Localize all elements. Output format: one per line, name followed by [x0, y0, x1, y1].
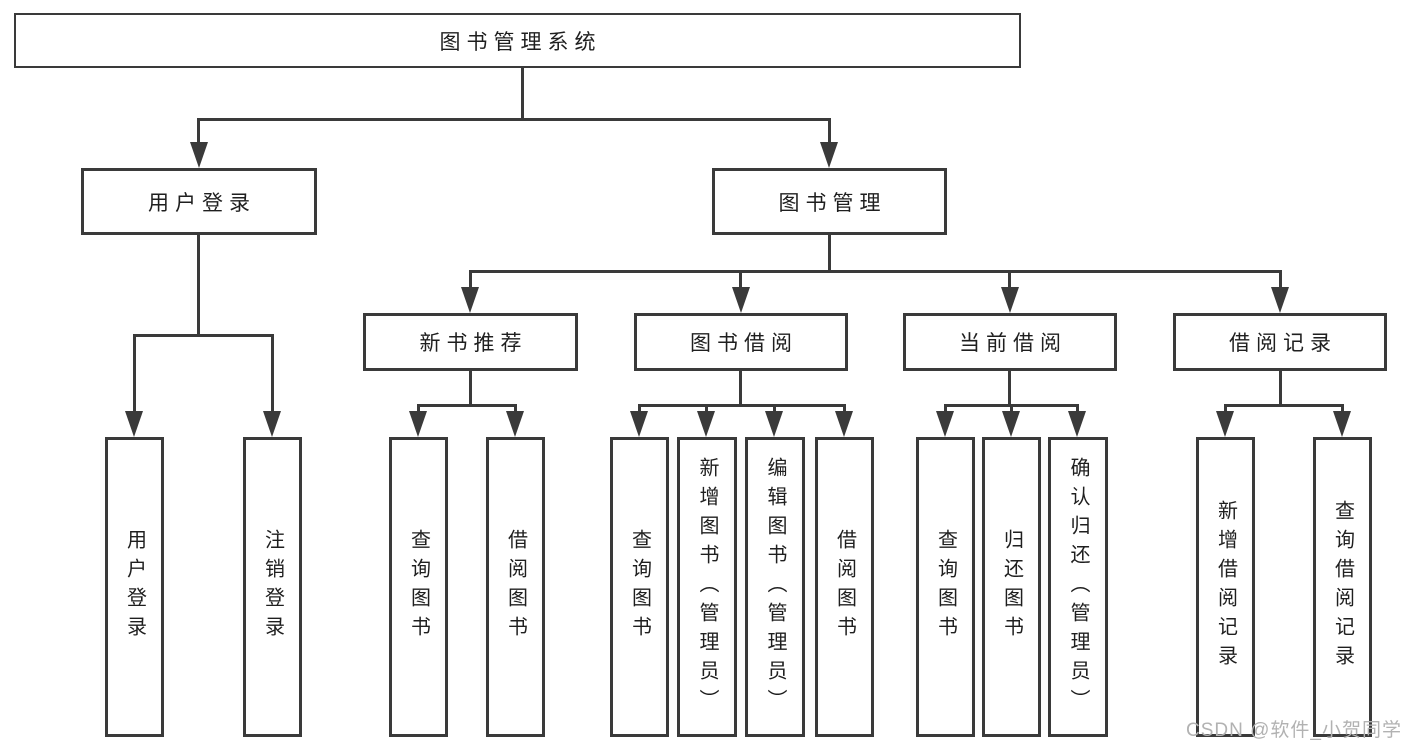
node-label: 图书借阅 — [690, 332, 798, 355]
arrow-down-icon — [1216, 411, 1234, 437]
node-label: 新增图书（管理员） — [696, 456, 718, 718]
arrow-down-icon — [1001, 287, 1019, 313]
node-borrowing-records: 借阅记录 — [1173, 313, 1387, 371]
leaf-current-return-book: 归还图书 — [982, 437, 1041, 737]
node-label: 查询图书 — [628, 529, 651, 645]
node-label: 注销登录 — [261, 529, 284, 645]
connector-line — [133, 334, 136, 416]
arrow-down-icon — [697, 411, 715, 437]
connector-line — [828, 233, 831, 273]
connector-line — [521, 66, 524, 120]
node-book-borrowing: 图书借阅 — [634, 313, 848, 371]
node-label: 用户登录 — [123, 529, 146, 645]
arrow-down-icon — [506, 411, 524, 437]
node-label: 图书管理系统 — [439, 30, 602, 54]
node-label: 查询图书 — [934, 529, 957, 645]
arrow-down-icon — [1068, 411, 1086, 437]
leaf-borrowing-edit-book-admin: 编辑图书（管理员） — [745, 437, 805, 737]
node-label: 借阅图书 — [833, 529, 856, 645]
connector-line — [1224, 404, 1344, 407]
arrow-down-icon — [1333, 411, 1351, 437]
connector-line — [1279, 270, 1282, 292]
leaf-user-login: 用户登录 — [105, 437, 164, 737]
connector-line — [197, 118, 831, 121]
node-label: 编辑图书（管理员） — [764, 456, 786, 718]
arrow-down-icon — [190, 142, 208, 168]
node-new-book-recommend: 新书推荐 — [363, 313, 578, 371]
connector-line — [469, 270, 472, 292]
arrow-down-icon — [732, 287, 750, 313]
node-label: 当前借阅 — [959, 332, 1067, 355]
arrow-down-icon — [1271, 287, 1289, 313]
arrow-down-icon — [820, 142, 838, 168]
arrow-down-icon — [630, 411, 648, 437]
arrow-down-icon — [835, 411, 853, 437]
arrow-down-icon — [125, 411, 143, 437]
node-library-management-system: 图书管理系统 — [14, 13, 1021, 68]
leaf-records-add-record: 新增借阅记录 — [1196, 437, 1255, 737]
node-label: 新增借阅记录 — [1214, 500, 1237, 674]
arrow-down-icon — [409, 411, 427, 437]
connector-line — [469, 369, 472, 407]
arrow-down-icon — [461, 287, 479, 313]
leaf-current-confirm-return-admin: 确认归还（管理员） — [1048, 437, 1108, 737]
leaf-borrowing-borrow-book: 借阅图书 — [815, 437, 874, 737]
connector-line — [133, 334, 274, 337]
arrow-down-icon — [1002, 411, 1020, 437]
connector-line — [197, 118, 200, 146]
connector-line — [638, 404, 846, 407]
connector-line — [828, 118, 831, 146]
connector-line — [417, 404, 517, 407]
connector-line — [271, 334, 274, 416]
node-label: 查询借阅记录 — [1331, 500, 1354, 674]
leaf-recommend-query-book: 查询图书 — [389, 437, 448, 737]
node-label: 借阅图书 — [504, 529, 527, 645]
connector-line — [1279, 369, 1282, 407]
node-label: 图书管理 — [778, 191, 887, 215]
node-user-login: 用户登录 — [81, 168, 317, 235]
leaf-current-query-book: 查询图书 — [916, 437, 975, 737]
arrow-down-icon — [936, 411, 954, 437]
connector-line — [1008, 270, 1011, 292]
connector-line — [739, 270, 742, 292]
connector-line — [197, 233, 200, 337]
connector-line — [469, 270, 1282, 273]
csdn-watermark: CSDN @软件_小贺同学 — [1186, 720, 1402, 741]
arrow-down-icon — [263, 411, 281, 437]
leaf-recommend-borrow-book: 借阅图书 — [486, 437, 545, 737]
node-label: 用户登录 — [148, 191, 256, 215]
node-book-management: 图书管理 — [712, 168, 947, 235]
leaf-records-query-record: 查询借阅记录 — [1313, 437, 1372, 737]
connector-line — [1008, 369, 1011, 407]
node-label: 确认归还（管理员） — [1067, 456, 1089, 718]
leaf-borrowing-query-book: 查询图书 — [610, 437, 669, 737]
node-label: 查询图书 — [407, 529, 430, 645]
connector-line — [739, 369, 742, 407]
leaf-borrowing-add-book-admin: 新增图书（管理员） — [677, 437, 737, 737]
node-label: 新书推荐 — [419, 332, 528, 355]
arrow-down-icon — [765, 411, 783, 437]
leaf-logout: 注销登录 — [243, 437, 302, 737]
node-label: 借阅记录 — [1229, 332, 1337, 355]
node-current-borrowing: 当前借阅 — [903, 313, 1117, 371]
node-label: 归还图书 — [1000, 529, 1023, 645]
